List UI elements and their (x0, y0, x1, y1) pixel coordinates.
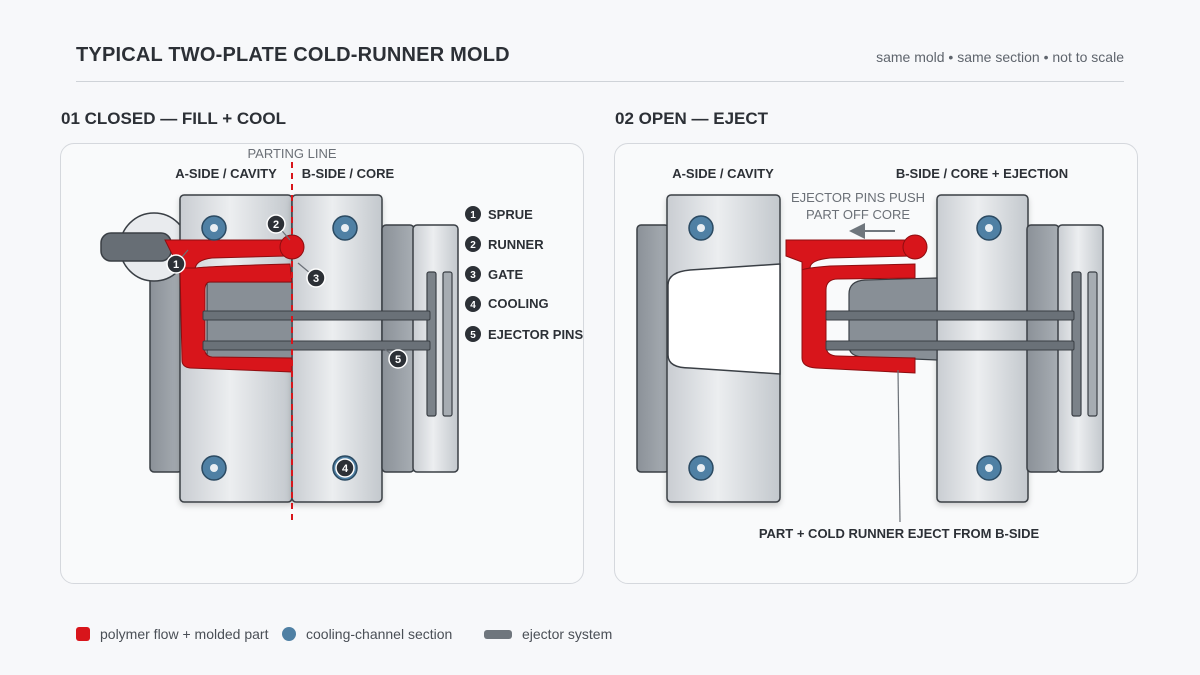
open-a-side-label: A-SIDE / CAVITY (672, 166, 774, 181)
molded-part-polymer (179, 263, 293, 373)
callout-list: 1 SPRUE 2 RUNNER 3 GATE 4 COOLING 5 (465, 206, 583, 342)
callout-cooling: 4 COOLING (465, 296, 549, 312)
svg-text:1: 1 (470, 210, 476, 221)
legend-cooling: cooling-channel section (282, 626, 452, 642)
open-a-clamp-plate (636, 224, 670, 473)
push-note-line1: EJECTOR PINS PUSH (791, 190, 925, 205)
closed-b-side-label: B-SIDE / CORE (302, 166, 395, 181)
legend-cooling-label: cooling-channel section (306, 626, 453, 642)
svg-text:SPRUE: SPRUE (488, 207, 533, 222)
cooling-swatch-icon (282, 627, 296, 641)
parting-line-label: PARTING LINE (247, 146, 336, 161)
open-ejector-pin-2 (825, 340, 1075, 351)
svg-text:GATE: GATE (488, 267, 523, 282)
eject-note-leader (897, 369, 901, 523)
diagram-callout-badges: 1 2 3 4 5 (166, 214, 408, 478)
open-mold: A-SIDE / CAVITY B-SIDE / CORE + EJECTION (636, 166, 1104, 541)
svg-text:3: 3 (470, 270, 476, 281)
legend-ejector: ejector system (484, 626, 612, 642)
svg-text:3: 3 (313, 273, 319, 285)
closed-mold: PARTING LINE A-SIDE / CAVITY B-SIDE / CO… (100, 146, 583, 522)
closed-panel-heading: 01 CLOSED — FILL + COOL (61, 109, 286, 128)
legend-ejector-label: ejector system (522, 626, 613, 642)
open-b-side-label: B-SIDE / CORE + EJECTION (896, 166, 1068, 181)
svg-text:COOLING: COOLING (488, 296, 549, 311)
ejector-pin-1 (202, 310, 431, 321)
ejector-pin-2 (202, 340, 431, 351)
callout-sprue: 1 SPRUE (465, 206, 533, 222)
header-divider (76, 81, 1124, 82)
open-panel-heading: 02 OPEN — EJECT (615, 109, 769, 128)
open-ejector-pin-1 (825, 310, 1075, 321)
closed-a-side-label: A-SIDE / CAVITY (175, 166, 277, 181)
svg-text:RUNNER: RUNNER (488, 237, 544, 252)
cooling-channels-open (688, 215, 1002, 481)
callout-runner: 2 RUNNER (465, 236, 544, 252)
legend-polymer: polymer flow + molded part (76, 626, 268, 642)
empty-cavity (667, 263, 781, 375)
svg-text:4: 4 (470, 300, 476, 311)
legend-polymer-label: polymer flow + molded part (100, 626, 269, 642)
ejected-gate (902, 234, 928, 260)
open-ejector-retainer-plate (1087, 271, 1098, 417)
ejected-runner (785, 239, 913, 271)
svg-text:5: 5 (470, 330, 476, 341)
polymer-swatch-icon (76, 627, 90, 641)
callout-gate: 3 GATE (465, 266, 523, 282)
push-note-line2: PART OFF CORE (806, 207, 910, 222)
gate-polymer (279, 234, 305, 260)
svg-text:2: 2 (273, 219, 279, 231)
svg-text:4: 4 (342, 463, 349, 475)
svg-text:5: 5 (395, 354, 401, 366)
callout-ejector-pins: 5 EJECTOR PINS (465, 326, 583, 342)
injection-nozzle (100, 232, 172, 262)
svg-text:2: 2 (470, 240, 476, 251)
ejector-swatch-icon (484, 629, 512, 639)
svg-text:EJECTOR PINS: EJECTOR PINS (488, 327, 583, 342)
svg-text:1: 1 (173, 259, 179, 271)
eject-note: PART + COLD RUNNER EJECT FROM B-SIDE (759, 526, 1040, 541)
page-subtitle: same mold • same section • not to scale (876, 49, 1124, 65)
page-title: TYPICAL TWO-PLATE COLD-RUNNER MOLD (76, 44, 510, 66)
ejector-retainer-plate (442, 271, 453, 417)
